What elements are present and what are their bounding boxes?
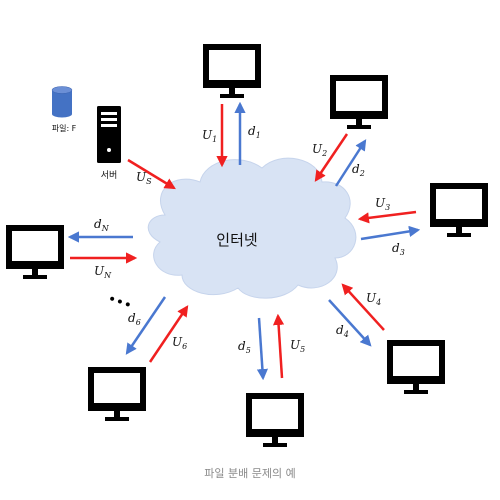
monitor-icon-2: [330, 75, 388, 129]
client-5-download-arrow: [256, 317, 269, 381]
internet-label: 인터넷: [216, 231, 257, 249]
client-6-upload-label: U6: [172, 335, 187, 351]
monitor-icon-6: [88, 367, 146, 421]
client-5-upload-arrow: [272, 313, 285, 379]
client-4-upload-arrow: [341, 283, 385, 331]
monitor-icon-N: [6, 225, 64, 279]
client-5-upload-label: U5: [290, 338, 305, 354]
monitor-icon-3: [430, 183, 488, 237]
client-2-upload-label: U2: [312, 142, 327, 158]
client-3-download-arrow: [360, 225, 421, 241]
client-3-upload-arrow: [357, 210, 417, 224]
client-5-download-label: d5: [238, 339, 251, 355]
server-upload-arrow: [127, 158, 176, 190]
client-2-download-label: d2: [352, 162, 365, 178]
client-6-download-arrow: [125, 296, 167, 355]
monitor-icon-5: [246, 393, 304, 447]
server-upload-label: US: [136, 170, 152, 186]
figure-caption: 파일 분배 문제의 예: [204, 467, 296, 480]
client-N-download-label: dN: [94, 217, 110, 233]
client-2-download-arrow: [334, 139, 367, 187]
client-1-download-label: d1: [248, 124, 261, 140]
client-6-download-label: d6: [128, 311, 141, 327]
database-icon: [51, 86, 73, 118]
client-4-download-arrow: [328, 299, 372, 347]
server-icon: [97, 106, 121, 163]
ellipsis-marker: •••: [105, 291, 134, 315]
file-label: 파일: F: [52, 124, 77, 133]
internet-cloud: 인터넷: [147, 157, 357, 299]
monitor-icon-1: [203, 44, 261, 98]
client-1-upload-label: U1: [202, 128, 217, 144]
monitor-icon-4: [387, 340, 445, 394]
client-6-upload-arrow: [148, 305, 189, 363]
client-3-download-label: d3: [392, 241, 405, 257]
client-2-upload-arrow: [314, 133, 349, 182]
client-4-upload-label: U4: [366, 291, 381, 307]
client-N-upload-label: UN: [94, 264, 112, 280]
server-label: 서버: [101, 170, 118, 181]
client-4-download-label: d4: [336, 323, 349, 339]
client-3-upload-label: U3: [375, 196, 390, 212]
